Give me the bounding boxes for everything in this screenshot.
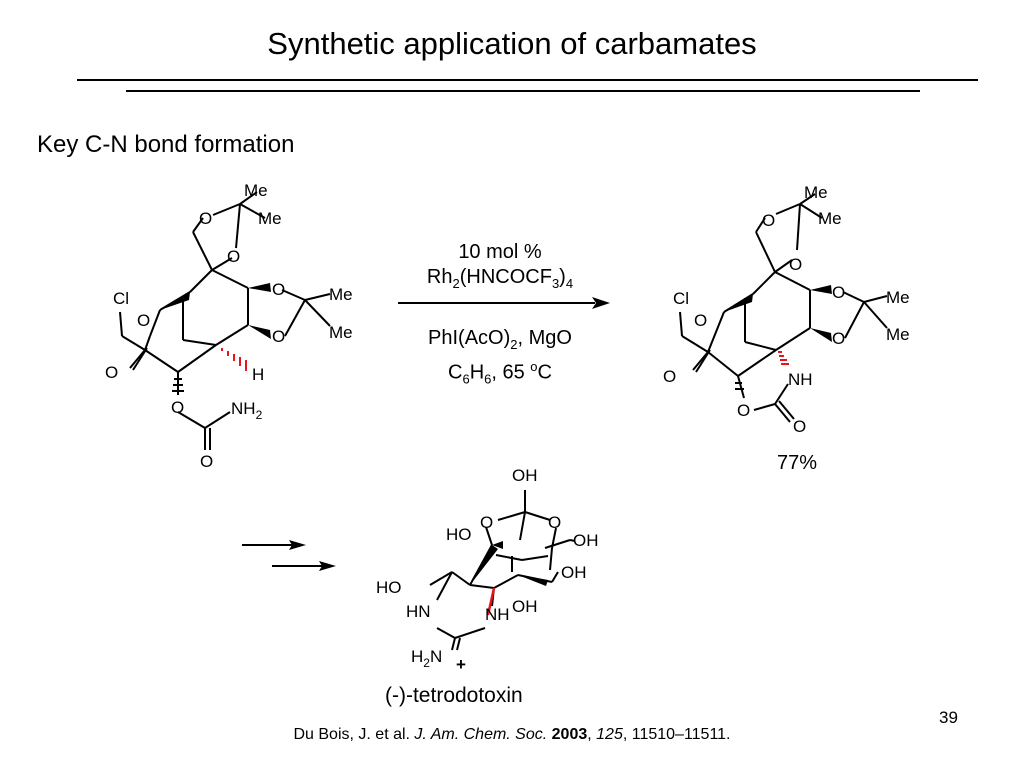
oxygen-label: O xyxy=(199,209,212,228)
hydroxyl-label: OH xyxy=(512,597,538,616)
nh-label: NH xyxy=(788,370,813,389)
oxygen-label: O xyxy=(832,283,845,302)
oxygen-label: O xyxy=(105,363,118,382)
oxygen-label: O xyxy=(227,247,240,266)
oxygen-label: O xyxy=(272,280,285,299)
oxygen-label: O xyxy=(137,311,150,330)
guanidine-amine-label: H2N xyxy=(411,647,442,670)
oxygen-label: O xyxy=(200,452,213,471)
page-number: 39 xyxy=(939,708,958,727)
hydrogen-label: H xyxy=(252,365,264,384)
citation-authors: Du Bois, J. et al. xyxy=(293,726,415,743)
chlorine-label: Cl xyxy=(673,289,689,308)
methyl-label: Me xyxy=(804,183,828,202)
methyl-label: Me xyxy=(818,209,842,228)
citation-volume: 125 xyxy=(596,726,623,743)
citation-journal: J. Am. Chem. Soc. xyxy=(414,726,548,743)
oxygen-label: O xyxy=(663,367,676,386)
methyl-label: Me xyxy=(258,209,282,228)
title-rule-top xyxy=(77,79,978,81)
methyl-label: Me xyxy=(244,181,268,200)
product-name: (-)-tetrodotoxin xyxy=(385,684,523,707)
conditions-catalyst-loading: 10 mol % xyxy=(458,241,542,263)
citation-pages: , 11510–11511. xyxy=(622,726,731,743)
hydroxyl-label: HO xyxy=(446,525,472,544)
conditions-catalyst: Rh2(HNCOCF3)4 xyxy=(426,266,574,291)
section-subtitle: Key C-N bond formation xyxy=(37,131,295,158)
slide-title: Synthetic application of carbamates xyxy=(267,26,757,61)
methyl-label: Me xyxy=(886,288,910,307)
conditions-oxidant: PhI(AcO)2, MgO xyxy=(428,327,572,352)
positive-charge-label: + xyxy=(456,655,466,674)
oxygen-label: O xyxy=(832,329,845,348)
oxygen-label: O xyxy=(272,327,285,346)
hydroxyl-label: HO xyxy=(376,578,402,597)
chlorine-label: Cl xyxy=(113,289,129,308)
methyl-label: Me xyxy=(329,285,353,304)
methyl-label: Me xyxy=(329,323,353,342)
yield-label: 77% xyxy=(777,452,818,474)
citation-year: 2003 xyxy=(551,726,588,743)
hydroxyl-label: OH xyxy=(512,466,538,485)
oxygen-label: O xyxy=(694,311,707,330)
amine-label: NH2 xyxy=(231,399,263,422)
oxygen-label: O xyxy=(789,255,802,274)
hydroxyl-label: OH xyxy=(561,563,587,582)
oxygen-label: O xyxy=(737,401,750,420)
oxygen-label: O xyxy=(480,513,493,532)
oxygen-label: O xyxy=(762,211,775,230)
nh-label: NH xyxy=(485,605,510,624)
hn-label: HN xyxy=(406,602,431,621)
methyl-label: Me xyxy=(886,325,910,344)
title-rule-bottom xyxy=(126,90,920,92)
oxygen-label: O xyxy=(171,398,184,417)
hydroxyl-label: OH xyxy=(573,531,599,550)
conditions-solvent-temperature: C6H6, 65 oC xyxy=(448,359,552,387)
oxygen-label: O xyxy=(793,417,806,436)
citation: Du Bois, J. et al. J. Am. Chem. Soc. 200… xyxy=(293,726,731,743)
oxygen-label: O xyxy=(548,513,561,532)
